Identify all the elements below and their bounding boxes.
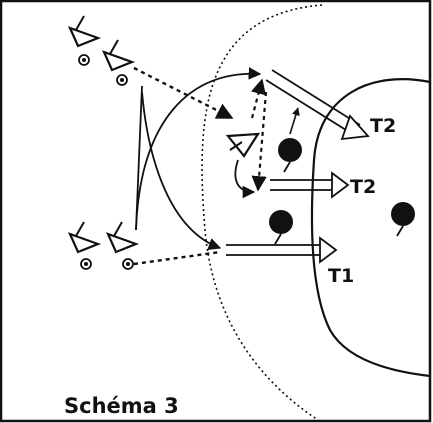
defender-disc-icon — [391, 202, 415, 237]
run-line — [234, 159, 256, 199]
run-line — [135, 67, 262, 231]
pass-line — [133, 250, 221, 266]
defender-disc-icon — [269, 210, 293, 245]
free-throw-arc — [201, 4, 323, 421]
diagram-caption: Schéma 3 — [64, 394, 179, 418]
ball-icon — [116, 74, 128, 86]
attacker-cone-icon — [67, 221, 102, 254]
label-t2-upper: T2 — [370, 115, 396, 137]
ball-icon — [122, 258, 134, 270]
ball-icon — [78, 54, 90, 66]
double-arrow — [226, 236, 338, 264]
double-arrow — [270, 171, 350, 199]
attacker-cone-icon — [105, 221, 140, 254]
attacker-cone-icon — [101, 39, 136, 72]
attacker-cone-icon — [225, 132, 261, 158]
defender-move — [289, 107, 300, 135]
double-arrow — [265, 69, 370, 141]
defender-disc-icon — [278, 138, 302, 173]
pass-line — [251, 91, 268, 192]
ball-icon — [80, 258, 92, 270]
label-t2-middle: T2 — [350, 176, 376, 198]
attacker-cone-icon — [67, 15, 102, 48]
run-line — [141, 91, 222, 251]
goal-area-arc — [310, 78, 431, 378]
pass-line — [133, 66, 234, 120]
label-t1: T1 — [328, 265, 354, 287]
pass-line — [250, 78, 266, 119]
